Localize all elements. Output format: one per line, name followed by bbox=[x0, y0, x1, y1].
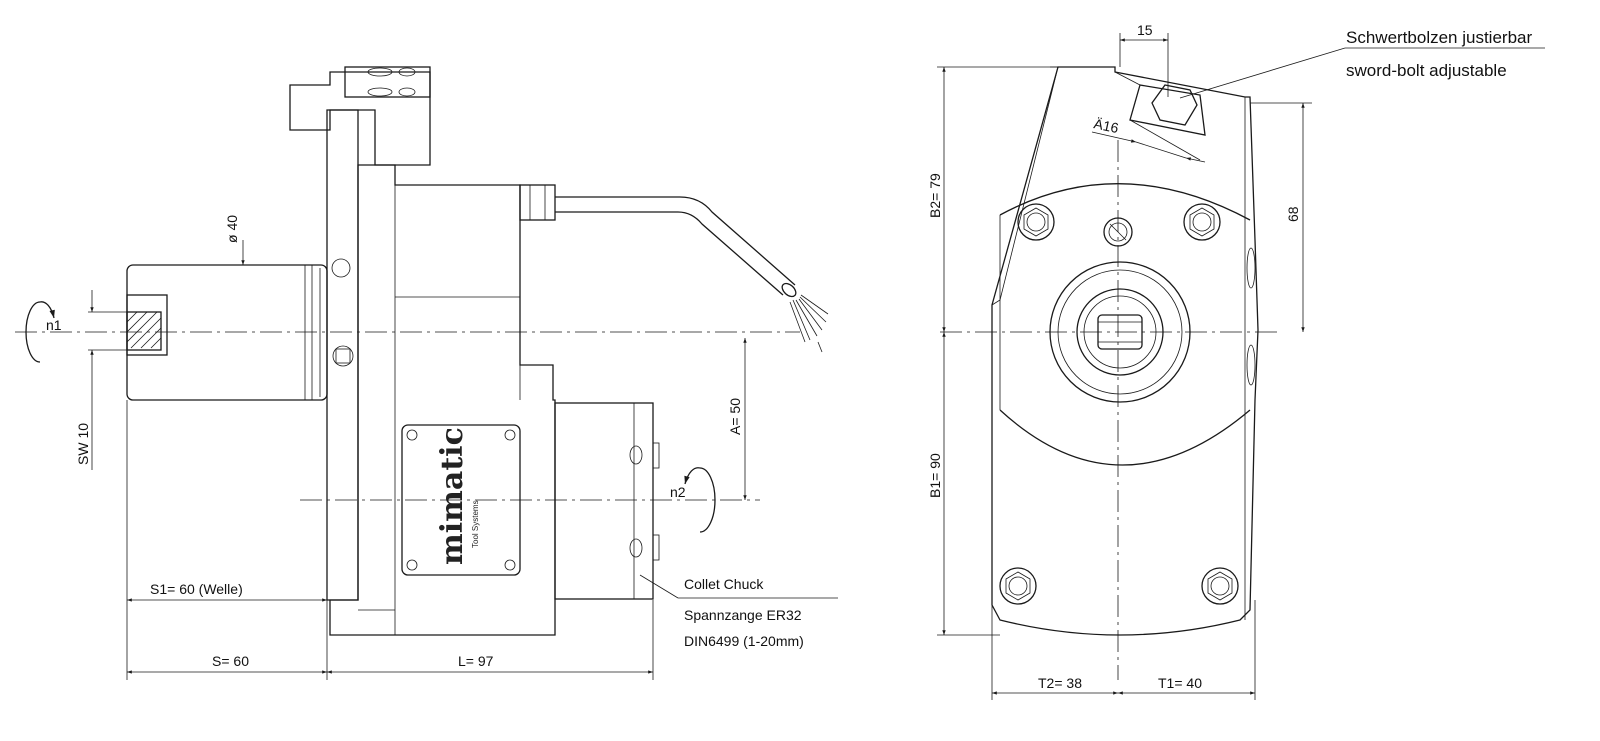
dim-b1: B1= 90 bbox=[927, 453, 943, 498]
front-view: 15 Ä16 Schwertbolzen justierbar sword-bo… bbox=[927, 22, 1545, 700]
dim-15: 15 bbox=[1137, 22, 1153, 38]
hatch-pattern bbox=[126, 311, 162, 349]
dim-diameter-40: ø 40 bbox=[224, 215, 240, 243]
bolt-bottom-right bbox=[1201, 567, 1239, 605]
lower-flange bbox=[999, 409, 1251, 466]
brand-sub: Tool Systems bbox=[471, 500, 480, 548]
dim-t2: T2= 38 bbox=[1038, 675, 1082, 691]
sword-bolt-head bbox=[1151, 84, 1198, 126]
rotation-n1: n1 bbox=[25, 301, 62, 363]
coolant-pipe bbox=[555, 196, 796, 286]
note-leader bbox=[1179, 47, 1346, 99]
upper-flange bbox=[999, 183, 1251, 221]
dim-b2: B2= 79 bbox=[927, 173, 943, 218]
dim-a-50: A= 50 bbox=[727, 398, 743, 435]
dim-s1: S1= 60 (Welle) bbox=[150, 581, 243, 597]
dim-68: 68 bbox=[1285, 206, 1301, 222]
collet-leader bbox=[639, 574, 679, 599]
rotation-n2: n2 bbox=[670, 467, 716, 533]
dim-l: L= 97 bbox=[458, 653, 494, 669]
side-view: mimatic Tool Systems n1 n2 ø 40 SW 10 A=… bbox=[15, 66, 838, 680]
top-clamp-block bbox=[289, 71, 431, 166]
coolant-spray bbox=[789, 294, 829, 353]
note-schwertbolzen: Schwertbolzen justierbar bbox=[1346, 28, 1532, 47]
note-spannzange: Spannzange ER32 bbox=[684, 607, 802, 623]
bolt-bottom-left bbox=[999, 567, 1037, 605]
dim-t1: T1= 40 bbox=[1158, 675, 1202, 691]
bolt-top-right bbox=[1183, 203, 1221, 241]
bolt-top-left bbox=[1017, 203, 1055, 241]
dim-a16: Ä16 bbox=[1092, 115, 1120, 136]
note-collet-chuck: Collet Chuck bbox=[684, 576, 764, 592]
svg-text:n1: n1 bbox=[46, 317, 62, 333]
dim-sw-10: SW 10 bbox=[75, 423, 91, 465]
dim-s: S= 60 bbox=[212, 653, 249, 669]
front-outline bbox=[991, 66, 1259, 636]
svg-text:n2: n2 bbox=[670, 484, 686, 500]
sword-bolt-seat bbox=[1129, 84, 1206, 136]
note-din: DIN6499 (1-20mm) bbox=[684, 633, 804, 649]
collet-chuck bbox=[554, 402, 654, 600]
square-drive bbox=[126, 311, 162, 351]
brand-logo: mimatic bbox=[435, 427, 470, 565]
note-sword-bolt: sword-bolt adjustable bbox=[1346, 61, 1507, 80]
coolant-fitting bbox=[519, 184, 556, 221]
